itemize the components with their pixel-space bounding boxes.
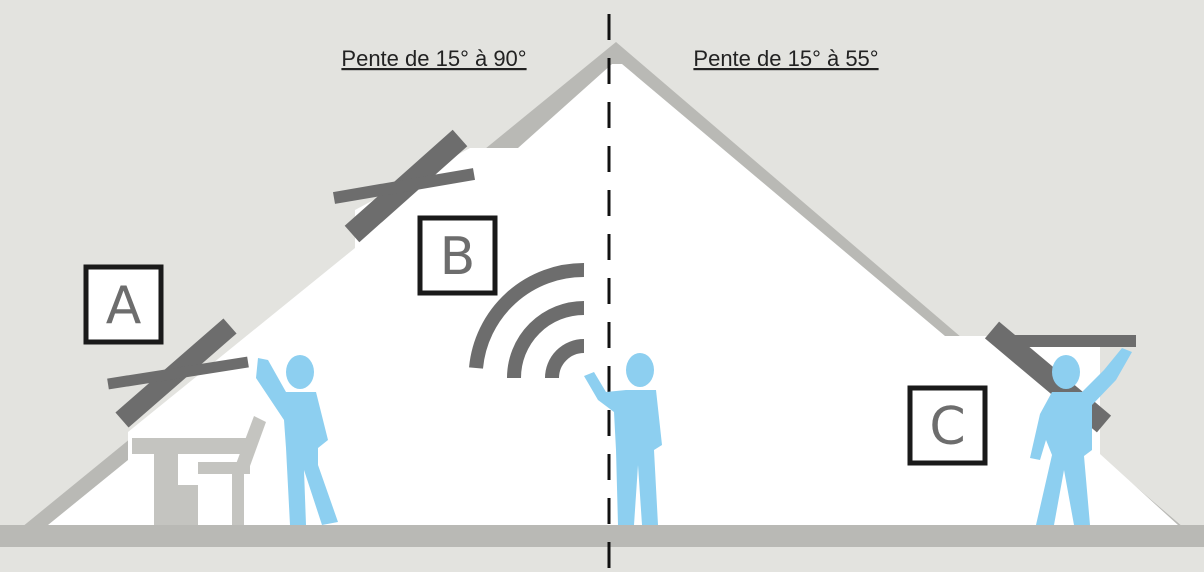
person-left (256, 355, 338, 525)
label-b-text: B (440, 227, 476, 287)
label-c-text: C (929, 397, 965, 457)
signal-waves-icon (469, 262, 585, 379)
person-center (584, 353, 662, 525)
slope-label-left: Pente de 15° à 90° (341, 46, 526, 71)
attic-interior (48, 64, 1178, 525)
person-right (1030, 348, 1132, 525)
table-and-chair (132, 416, 266, 525)
label-box-a: A (83, 264, 164, 345)
floor-slab (0, 525, 1204, 547)
label-a-text: A (106, 276, 142, 336)
label-box-b: B (417, 215, 498, 296)
label-box-c: C (907, 385, 988, 466)
window-b (332, 129, 476, 243)
slope-label-right: Pente de 15° à 55° (693, 46, 878, 71)
window-a (107, 318, 249, 428)
